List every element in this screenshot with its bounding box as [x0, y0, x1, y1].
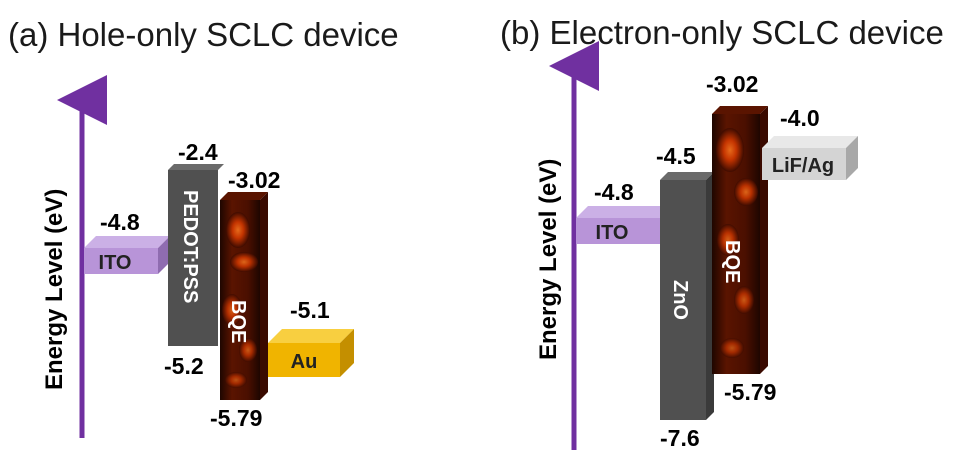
panel-b-zno-layer: ZnO — [660, 172, 714, 420]
panel-b-zno-top: -4.5 — [656, 143, 696, 169]
panel-a-title: (a) Hole-only SCLC device — [8, 16, 399, 53]
panel-a-pedot-label: PEDOT:PSS — [179, 190, 201, 303]
panel-a-bqe-top: -3.02 — [228, 167, 280, 193]
panel-b-ito-label: ITO — [596, 222, 629, 244]
panel-b: (b) Electron-only SCLC device Energy Lev… — [500, 14, 944, 451]
panel-b-zno-label: ZnO — [669, 280, 691, 320]
panel-b-title: (b) Electron-only SCLC device — [500, 14, 944, 51]
panel-b-lif-value: -4.0 — [780, 105, 820, 131]
panel-b-ito-value: -4.8 — [594, 179, 634, 205]
panel-a: (a) Hole-only SCLC device Energy Level (… — [8, 16, 399, 438]
panel-a-au-value: -5.1 — [290, 297, 330, 323]
panel-a-au-layer: Au — [268, 329, 354, 377]
panel-a-axis-label: Energy Level (eV) — [41, 189, 68, 390]
panel-a-ito-layer: ITO — [84, 236, 170, 274]
panel-a-pedot-layer: PEDOT:PSS — [168, 164, 224, 346]
panel-a-au-label: Au — [291, 351, 318, 373]
panel-a-ito-label: ITO — [99, 252, 132, 274]
panel-a-ito-value: -4.8 — [100, 209, 140, 235]
panel-b-zno-bottom: -7.6 — [660, 425, 700, 451]
panel-b-bqe-label: BQE — [721, 240, 743, 283]
panel-a-bqe-label: BQE — [227, 300, 249, 343]
panel-b-bqe-top: -3.02 — [706, 71, 758, 97]
panel-a-bqe-bottom: -5.79 — [210, 405, 262, 431]
panel-b-bqe-layer: BQE — [712, 106, 768, 374]
panel-b-axis-label: Energy Level (eV) — [535, 159, 562, 360]
panel-a-bqe-layer: BQE — [220, 192, 268, 400]
panel-b-ito-layer: ITO — [576, 206, 674, 244]
panel-a-pedot-bottom: -5.2 — [164, 353, 204, 379]
panel-a-pedot-top: -2.4 — [178, 139, 218, 165]
panel-b-lif-label: LiF/Ag — [772, 155, 834, 177]
panel-b-lif-layer: LiF/Ag — [762, 136, 858, 180]
panel-b-bqe-bottom: -5.79 — [724, 379, 776, 405]
